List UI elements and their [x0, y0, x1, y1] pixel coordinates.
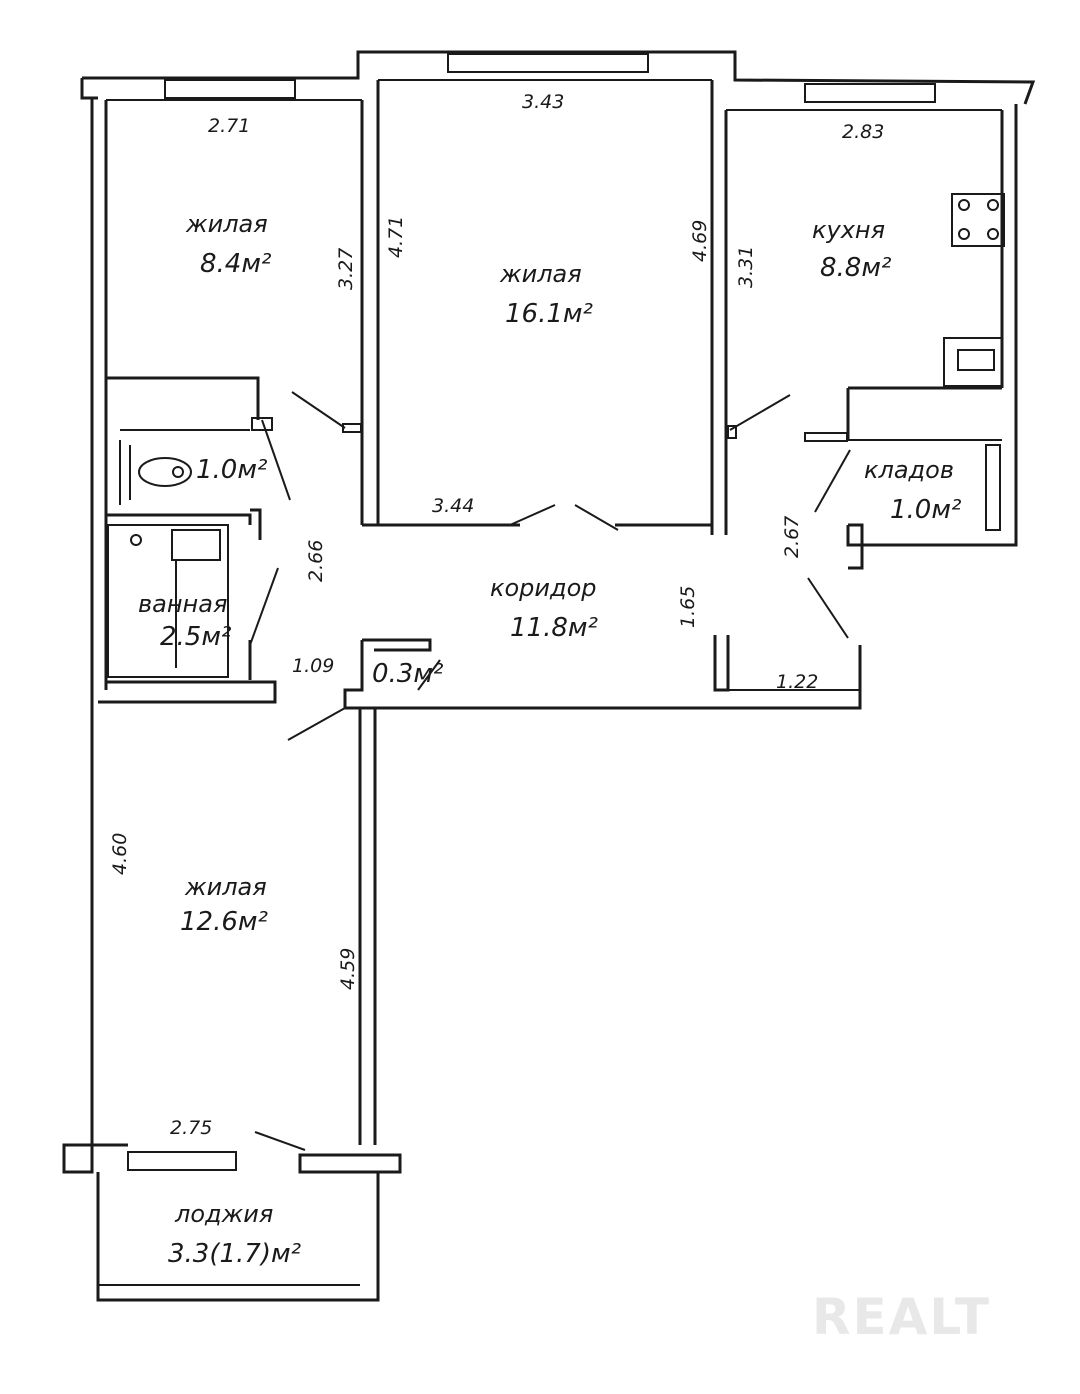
room-bedroom-small-name: жилая: [185, 210, 268, 238]
room-living-main-area: 16.1м²: [505, 299, 593, 329]
door-bedroom-lower: [287, 707, 346, 741]
dimension-label: 3.31: [735, 246, 757, 288]
dimension-label: 2.71: [208, 115, 250, 137]
room-corridor-area: 11.8м²: [510, 613, 598, 643]
door-loggia: [254, 1131, 306, 1151]
window-loggia: [127, 1151, 237, 1171]
room-loggia-name: лоджия: [174, 1200, 273, 1228]
room-bathroom-name: ванная: [138, 590, 227, 618]
dimension-label: 4.59: [337, 948, 359, 990]
door-storage: [814, 449, 851, 513]
room-bedroom-lower-name: жилая: [184, 873, 267, 901]
door-living-right: [574, 504, 619, 531]
door-entrance: [807, 577, 849, 639]
stove: [951, 193, 1005, 247]
room-kitchen-area: 8.8м²: [820, 253, 891, 283]
door-kitchen: [729, 394, 791, 431]
door-bedroom-small: [291, 391, 346, 429]
room-loggia-area: 3.3(1.7)м²: [168, 1239, 301, 1269]
dimension-label: 1.65: [677, 586, 699, 628]
dimension-label: 3.27: [335, 248, 357, 290]
door-closet: [417, 659, 441, 691]
window-living: [447, 53, 649, 73]
dimension-label: 2.83: [842, 121, 884, 143]
room-storage-name: кладов: [864, 456, 954, 484]
outer-walls: [80, 50, 1036, 1145]
room-toilet-area: 1.0м²: [196, 455, 267, 485]
fixtures: [107, 193, 1005, 678]
window-bedroom: [164, 79, 296, 99]
partitions: [62, 376, 1002, 1302]
room-corridor-name: коридор: [490, 574, 597, 602]
dimension-label: 4.69: [689, 220, 711, 262]
watermark-logo: REALT: [812, 1288, 991, 1346]
dimension-label: 1.22: [776, 671, 818, 693]
room-kitchen-name: кухня: [812, 216, 885, 244]
kitchen-sink: [943, 337, 1003, 387]
dimension-label: 4.60: [109, 833, 131, 875]
room-closet-area: 0.3м²: [372, 659, 443, 689]
bathtub: [107, 524, 229, 678]
door-bath: [249, 567, 279, 646]
room-storage-area: 1.0м²: [890, 495, 961, 525]
dimension-label: 2.66: [305, 540, 327, 582]
dimension-label: 1.09: [292, 655, 334, 677]
room-bathroom-area: 2.5м²: [160, 622, 231, 652]
doors: [249, 391, 851, 1151]
room-bedroom-lower-area: 12.6м²: [180, 907, 268, 937]
dimension-label: 2.75: [170, 1117, 212, 1139]
dimension-label: 2.67: [781, 516, 803, 558]
dimension-label: 3.44: [432, 495, 474, 517]
window-kitchen: [804, 83, 936, 103]
door-living-left: [509, 504, 556, 526]
room-living-main-name: жилая: [499, 260, 582, 288]
dimension-label: 3.43: [522, 91, 564, 113]
room-bedroom-small-area: 8.4м²: [200, 249, 271, 279]
door-toilet: [261, 419, 291, 501]
windows: [127, 53, 936, 1171]
dimension-label: 4.71: [385, 216, 407, 258]
